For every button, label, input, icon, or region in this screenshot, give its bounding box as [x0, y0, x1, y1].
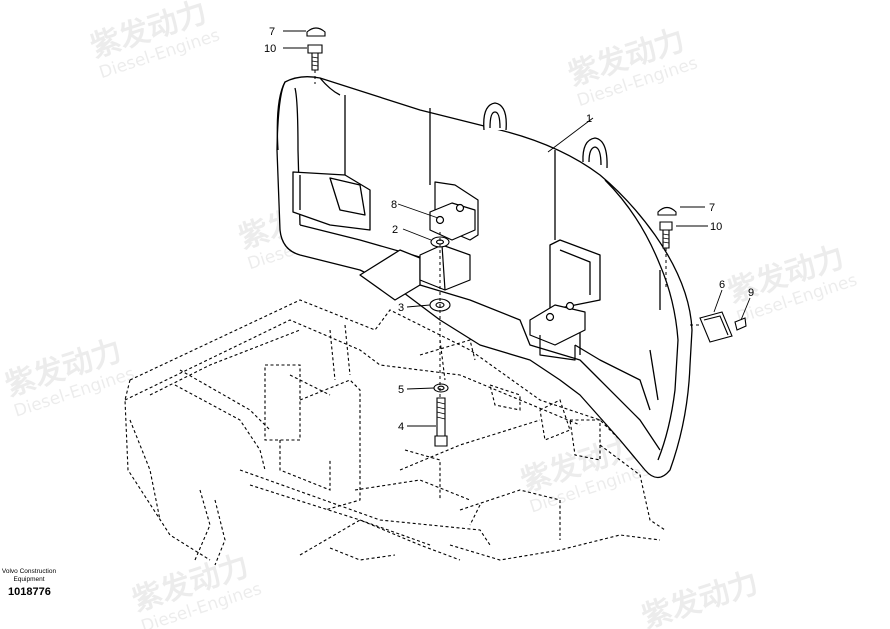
callout-7-top: 7: [269, 26, 275, 38]
callout-3: 3: [398, 302, 404, 314]
hardware: [306, 27, 747, 447]
watermark-layer: 紫发动力 Diesel-Engines 紫发动力 Diesel-Engines …: [1, 0, 860, 629]
assembly-lines: [314, 70, 700, 400]
callout-10-right: 10: [710, 221, 722, 233]
callout-1: 1: [586, 113, 592, 125]
counterweight: [276, 76, 693, 479]
callout-labels: 7 10 1 8 2 3 5 4 7 10 6 9: [264, 26, 754, 433]
document-number: 1018776: [8, 586, 51, 598]
callout-5: 5: [398, 384, 404, 396]
leader-lines: [283, 30, 751, 427]
callout-10-top: 10: [264, 43, 276, 55]
brand-line-1: Volvo Construction: [1, 568, 57, 575]
brand-line-2: Equipment: [13, 576, 45, 583]
callout-6: 6: [719, 279, 725, 291]
callout-2: 2: [392, 224, 398, 236]
mounting-brackets: [419, 181, 586, 361]
machine-frame: [124, 299, 666, 566]
brand-caption: Volvo Construction Equipment: [0, 568, 58, 584]
watermark-cn: 紫发动力: [638, 565, 763, 629]
callout-9: 9: [748, 287, 754, 299]
callout-7-right: 7: [709, 202, 715, 214]
callout-8: 8: [391, 199, 397, 211]
callout-4: 4: [398, 421, 404, 433]
